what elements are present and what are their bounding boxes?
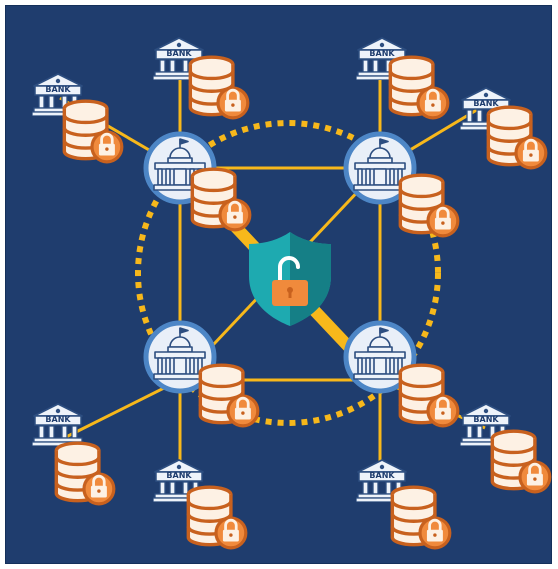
locked-database-icon [390, 485, 452, 550]
bank-label: BANK [369, 471, 395, 480]
bank-label: BANK [473, 415, 499, 424]
bank-label: BANK [45, 85, 71, 94]
bank-icon: BANK [356, 37, 408, 80]
locked-database-icon [62, 99, 124, 164]
locked-database-icon [54, 441, 116, 506]
locked-database-icon [398, 363, 460, 428]
locked-database-icon [388, 55, 450, 120]
bank-label: BANK [166, 49, 192, 58]
locked-database-icon [186, 485, 248, 550]
locked-database-icon [398, 173, 460, 238]
locked-database-icon [188, 55, 250, 120]
bank-icon: BANK [32, 403, 84, 446]
bank-label: BANK [369, 49, 395, 58]
bank-icon: BANK [153, 459, 205, 502]
bank-icon: BANK [32, 73, 84, 116]
bank-icon: BANK [356, 459, 408, 502]
bank-label: BANK [45, 415, 71, 424]
bank-icon: BANK [153, 37, 205, 80]
locked-database-icon [198, 363, 260, 428]
locked-database-icon [486, 105, 548, 170]
bank-label: BANK [166, 471, 192, 480]
bank-icon: BANK [460, 403, 512, 446]
hub-ring [135, 120, 441, 426]
bank-label: BANK [473, 99, 499, 108]
locked-database-icon [490, 429, 552, 494]
locked-database-icon [190, 167, 252, 232]
shield-unlocked-icon [249, 232, 331, 326]
bank-icon: BANK [460, 87, 512, 130]
